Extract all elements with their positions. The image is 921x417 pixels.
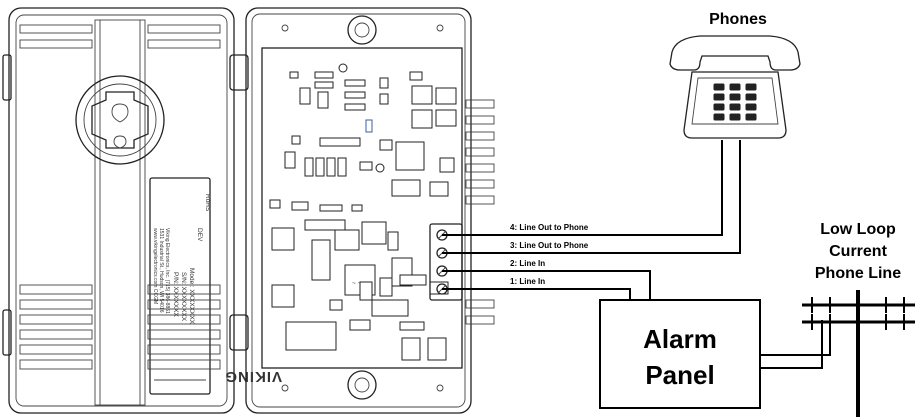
enclosure-hinge xyxy=(229,54,249,351)
wire-terminal-4-phone xyxy=(442,140,723,236)
wire-alarm-line-upper xyxy=(760,330,831,356)
product-rohs: RoHS xyxy=(204,194,211,212)
wire-alarm-line-lower xyxy=(760,320,823,369)
alarm-panel-label-line2: Panel xyxy=(645,360,714,390)
product-brand: VIKING xyxy=(224,368,282,385)
wire-terminal-3-phone xyxy=(442,140,741,254)
product-pn: P/N: XXXXXXX xyxy=(172,272,179,317)
circuit-board: ~ ~ xyxy=(261,47,463,369)
enclosure-base xyxy=(245,7,495,414)
product-dev: DEV xyxy=(196,228,203,242)
alarm-panel: Alarm Panel xyxy=(599,299,761,409)
product-sn: S/N: XXXXXXXX xyxy=(180,272,187,322)
wire-terminal-2-alarm xyxy=(442,270,651,300)
alarm-panel-label-line1: Alarm xyxy=(643,324,717,354)
terminal-label-3: 3: Line Out to Phone xyxy=(510,241,589,250)
phone-line-label: Low Loop Current Phone Line xyxy=(815,221,901,282)
base-side-fins xyxy=(465,99,495,325)
lid-dial xyxy=(75,75,165,165)
phones-label: Phones xyxy=(709,11,767,28)
product-address: 1531 Industrial St., Hudson, WI 54016 xyxy=(158,228,164,313)
terminal-label-4: 4: Line Out to Phone xyxy=(510,223,589,232)
product-model: Model: XXXXXXXX xyxy=(188,268,195,325)
lid-top-ribs xyxy=(19,24,221,49)
lid-bottom-ribs xyxy=(19,284,221,370)
enclosure-lid: VIKING RoHS DEV Model: XXXXXXXX S/N: XXX… xyxy=(2,7,282,414)
phone-line-label-line2: Current xyxy=(829,243,887,260)
phone-line-label-line3: Phone Line xyxy=(815,265,901,282)
terminal-label-1: 1: Line In xyxy=(510,277,545,286)
wires xyxy=(442,140,831,369)
phone-line-label-line1: Low Loop xyxy=(820,221,896,238)
phone-keypad xyxy=(713,83,757,121)
phone-line-pole xyxy=(802,290,915,417)
product-company: Viking Electronics, Inc. (715) 386-8861 xyxy=(164,228,170,314)
terminal-labels: 4: Line Out to Phone 3: Line Out to Phon… xyxy=(510,223,589,286)
phone-icon xyxy=(669,35,801,139)
product-label: VIKING RoHS DEV Model: XXXXXXXX S/N: XXX… xyxy=(149,177,282,395)
terminal-label-2: 2: Line In xyxy=(510,259,545,268)
wire-terminal-1-alarm xyxy=(442,288,631,300)
board-symbol: ~ ~ xyxy=(352,280,362,287)
product-web: www.vikingelectronics.com CCGM xyxy=(152,228,158,304)
